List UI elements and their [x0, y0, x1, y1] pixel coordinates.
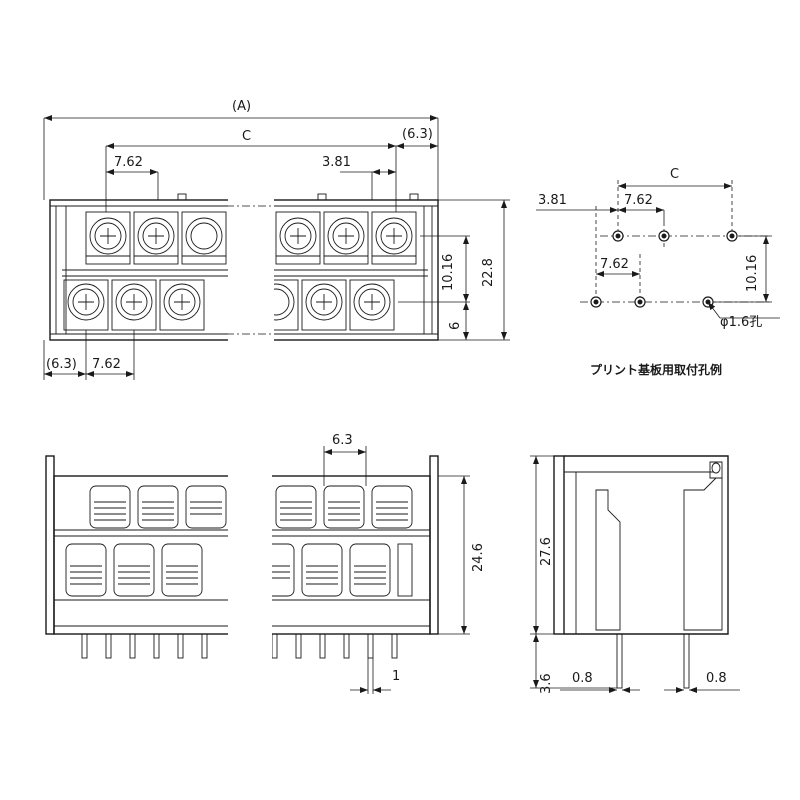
dim-6-label: 6 [448, 322, 463, 330]
side-pin-left [616, 633, 623, 689]
terminal-screw [181, 211, 227, 265]
pcb-hole [658, 230, 670, 242]
terminal-screw [159, 279, 205, 331]
terminal-clamp [349, 543, 391, 597]
dim-C-label: C [242, 129, 251, 144]
pcb-dim-10-16-label: 10.16 [745, 255, 760, 292]
terminal-clamp [161, 543, 203, 597]
dim-10-16-label: 10.16 [441, 254, 456, 291]
front-break-gap [228, 470, 272, 662]
front-dim-1-label: 1 [392, 669, 400, 684]
dim-7-62-bottom-label: 7.62 [92, 357, 121, 372]
pcb-hole [726, 230, 738, 242]
terminal-screw [371, 211, 417, 265]
terminal-clamp [185, 485, 227, 529]
dim-A-label: (A) [232, 99, 251, 114]
front-lower-clamps [65, 543, 413, 597]
dim-6-3-right-label: (6.3) [402, 127, 433, 142]
side-dim-3-6-label: 3.6 [539, 673, 554, 694]
pcb-caption: プリント基板用取付孔例 [590, 362, 722, 377]
front-upper-clamps [89, 485, 413, 529]
pcb-hole [590, 296, 602, 308]
pcb-dim-7-62-bottom-label: 7.62 [600, 257, 629, 272]
terminal-clamp [371, 485, 413, 529]
pcb-hole [634, 296, 646, 308]
terminal-clamp [89, 485, 131, 529]
top-view: (A) C (6.3) 7.62 3.81 10.16 6 22.8 [43, 99, 510, 380]
terminal-clamp [323, 485, 365, 529]
break-gap [228, 196, 274, 346]
terminal-screw [301, 279, 347, 331]
pcb-hole-label: φ1.6孔 [720, 315, 762, 330]
terminal-screw [349, 279, 395, 331]
terminal-screw [275, 211, 321, 265]
front-dim-6-3-label: 6.3 [332, 433, 353, 448]
terminal-screw [63, 279, 109, 331]
pcb-hole [612, 230, 624, 242]
dim-3-81-label: 3.81 [322, 155, 351, 170]
terminal-screw [323, 211, 369, 265]
terminal-clamp [65, 543, 107, 597]
pcb-dim-3-81-label: 3.81 [538, 193, 567, 208]
dim-7-62-top-label: 7.62 [114, 155, 143, 170]
pcb-dim-7-62-top-label: 7.62 [624, 193, 653, 208]
front-view: 6.3 24.6 1 [45, 433, 486, 694]
front-pins [81, 633, 398, 659]
side-dim-0-8-left-label: 0.8 [572, 671, 593, 686]
terminal-clamp [275, 485, 317, 529]
terminal-clamp [301, 543, 343, 597]
terminal-screw [111, 279, 157, 331]
front-dim-24-6-label: 24.6 [471, 543, 486, 572]
pcb-hole-layout: C 3.81 7.62 7.62 10.16 φ1.6孔 プリント基板用取付孔例 [536, 167, 780, 377]
terminal-clamp [113, 543, 155, 597]
terminal-clamp [137, 485, 179, 529]
side-dim-27-6-label: 27.6 [539, 537, 554, 566]
side-dim-0-8-right-label: 0.8 [706, 671, 727, 686]
dim-6-3-left-label: (6.3) [46, 357, 77, 372]
pcb-dim-C-label: C [670, 167, 679, 182]
lower-terminal-row [63, 279, 395, 331]
terminal-screw [85, 211, 131, 265]
upper-terminal-row [85, 211, 417, 265]
side-pin-right [683, 633, 690, 689]
side-view: 27.6 3.6 0.8 0.8 [530, 455, 740, 694]
terminal-screw [133, 211, 179, 265]
dim-22-8-label: 22.8 [481, 258, 496, 287]
